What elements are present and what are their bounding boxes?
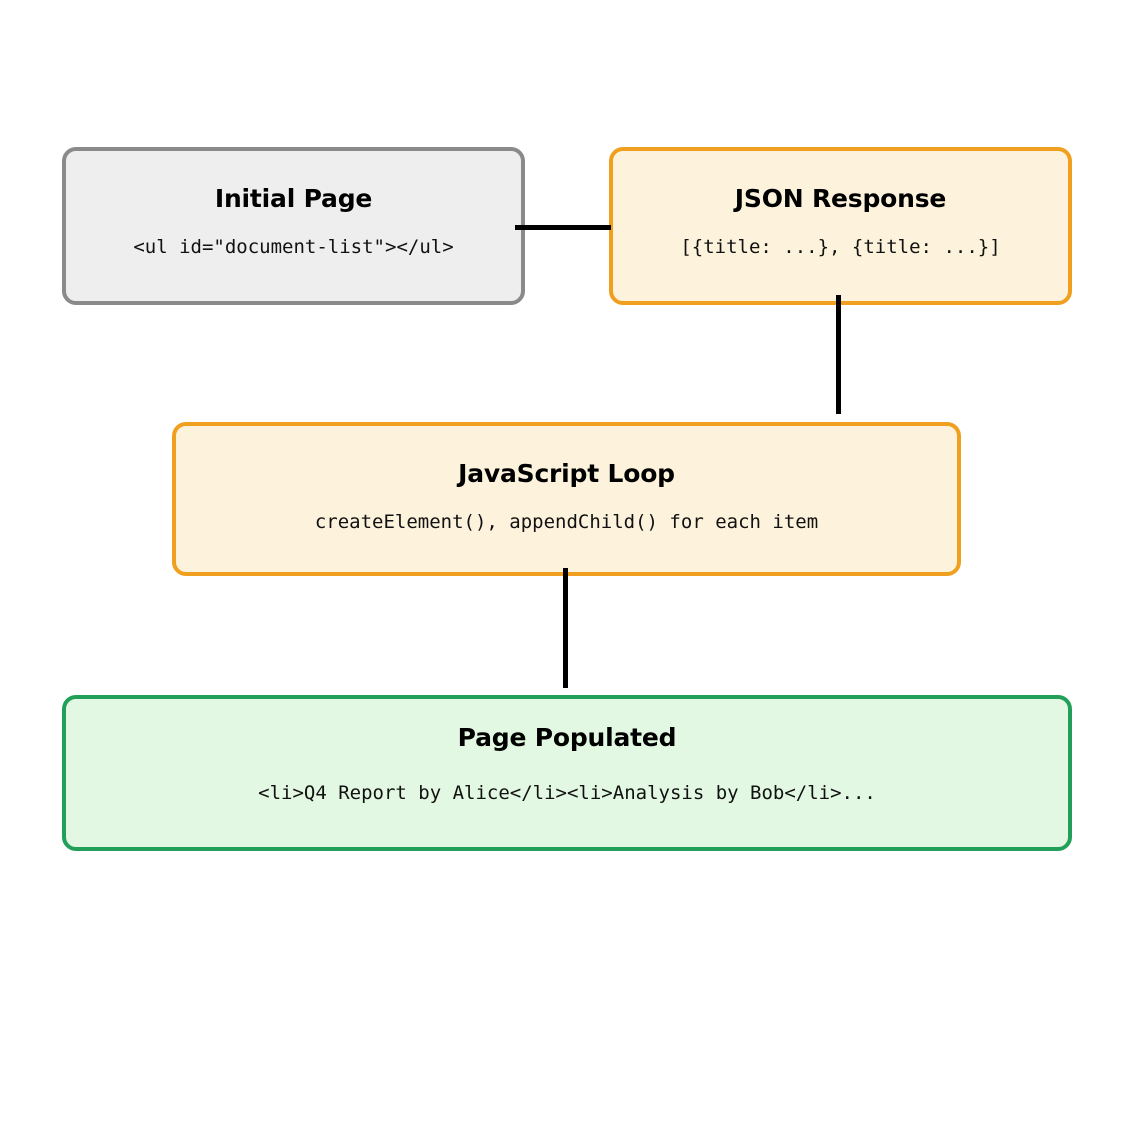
- node-javascript-loop-subtitle: createElement(), appendChild() for each …: [314, 511, 819, 533]
- node-initial-page-subtitle: <ul id="document-list"></ul>: [133, 236, 454, 258]
- node-page-populated[interactable]: Page Populated <li>Q4 Report by Alice</l…: [62, 695, 1072, 851]
- node-initial-page-title: Initial Page: [214, 184, 373, 213]
- node-json-response[interactable]: JSON Response [{title: ...}, {title: ...…: [609, 147, 1072, 305]
- edge-initial-page-to-json-response: [515, 225, 611, 230]
- node-initial-page[interactable]: Initial Page <ul id="document-list"></ul…: [62, 147, 525, 305]
- edge-json-response-to-javascript-loop: [836, 295, 841, 414]
- edge-javascript-loop-to-page-populated: [563, 568, 568, 688]
- node-javascript-loop-title: JavaScript Loop: [458, 459, 675, 488]
- node-json-response-subtitle: [{title: ...}, {title: ...}]: [680, 236, 1001, 258]
- node-page-populated-subtitle: <li>Q4 Report by Alice</li><li>Analysis …: [258, 782, 876, 804]
- node-page-populated-title: Page Populated: [457, 723, 677, 752]
- node-json-response-title: JSON Response: [734, 184, 947, 213]
- node-javascript-loop[interactable]: JavaScript Loop createElement(), appendC…: [172, 422, 961, 576]
